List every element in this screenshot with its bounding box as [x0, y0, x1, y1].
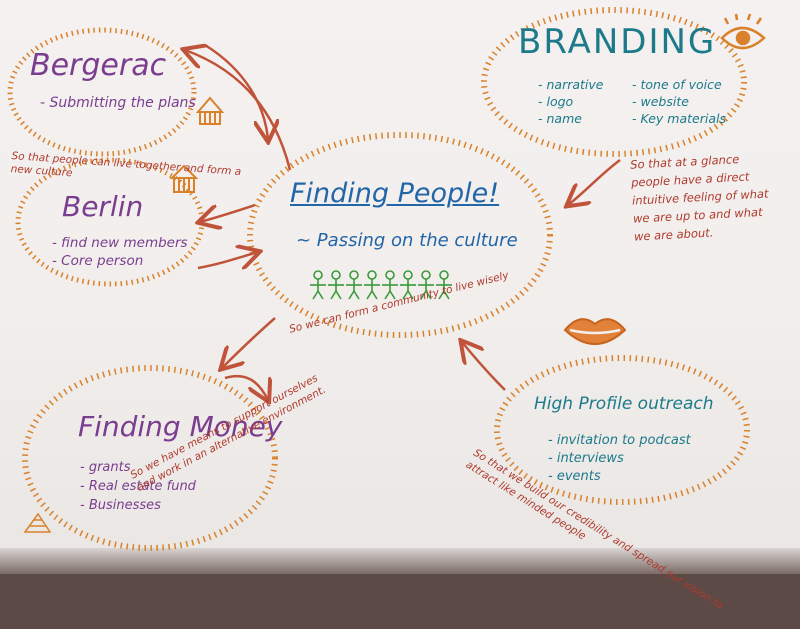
- list-item: find new members: [52, 234, 187, 252]
- triangle-doodle-icon: [23, 512, 52, 533]
- arrow-branding-to-center: [568, 159, 621, 205]
- list-item: logo: [538, 93, 603, 110]
- money-title: Finding Money: [78, 410, 283, 443]
- house-icon: [195, 96, 225, 125]
- table-edge: [0, 548, 800, 574]
- list-item: Core person: [52, 252, 188, 270]
- mind-map-drawing: [7, 7, 766, 551]
- outreach-title: High Profile outreach: [534, 394, 714, 414]
- list-item: Real estate fund: [80, 477, 196, 496]
- list-item: name: [538, 110, 603, 127]
- bergerac-title: Bergerac: [30, 48, 167, 83]
- bubble-bergerac: [7, 27, 197, 157]
- arrow-berlin-to-center: [197, 252, 258, 268]
- house-icon: [169, 164, 199, 193]
- branding-list-right: tone of voice website Key materials: [632, 76, 726, 127]
- list-item: Businesses: [80, 496, 196, 515]
- bubble-money: [22, 365, 278, 551]
- bergerac-list: Submitting the plans: [40, 94, 196, 112]
- list-item: Submitting the plans: [40, 94, 196, 112]
- bubble-center: [247, 132, 553, 338]
- arrow-outreach-to-center: [462, 342, 506, 391]
- center-title: Finding People!: [290, 178, 500, 209]
- lips-icon: [563, 318, 627, 345]
- list-item: grants: [80, 458, 196, 477]
- branding-list-left: narrative logo name: [538, 76, 603, 127]
- bubble-branding: [481, 7, 747, 157]
- center-subtitle: ~ Passing on the culture: [296, 230, 518, 251]
- outreach-list: invitation to podcast interviews events: [548, 432, 691, 486]
- list-item: interviews: [548, 450, 691, 468]
- list-item: invitation to podcast: [548, 432, 691, 450]
- berlin-title: Berlin: [62, 190, 144, 223]
- branding-note: So that at a glance people have a direct…: [629, 152, 769, 244]
- list-item: narrative: [538, 76, 603, 93]
- bubble-outreach: [494, 355, 750, 505]
- arrow-money-to-center: [222, 317, 276, 368]
- list-item: tone of voice: [632, 76, 726, 93]
- eye-icon: [720, 13, 766, 50]
- arrow-center-to-money: [224, 374, 268, 400]
- arrow-center-to-berlin: [200, 203, 256, 222]
- list-item: Key materials: [632, 110, 726, 127]
- arrows: [185, 43, 621, 400]
- list-item: events: [548, 468, 691, 486]
- list-item: website: [632, 93, 726, 110]
- stick-people-icon: [310, 270, 453, 300]
- arrow-center-to-bergerac: [185, 50, 292, 171]
- arrow-bergerac-to-center: [204, 43, 268, 140]
- branding-title: BRANDING: [518, 22, 717, 62]
- berlin-list: find new members Core person: [52, 234, 188, 270]
- money-list: grants Real estate fund Businesses: [80, 458, 196, 515]
